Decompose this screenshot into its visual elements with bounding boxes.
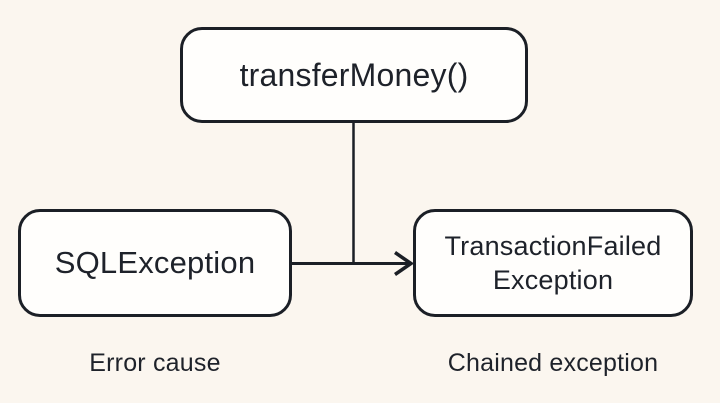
node-transaction-failed-exception-label-line2: Exception (492, 265, 614, 295)
node-transaction-failed-exception-label-line1: TransactionFailed (444, 231, 662, 261)
node-sql-exception: SQLException (18, 209, 292, 317)
caption-chained-exception: Chained exception (447, 349, 659, 377)
node-sql-exception-label: SQLException (54, 245, 256, 280)
node-transaction-failed-exception: TransactionFailed Exception (413, 209, 693, 317)
node-transfer-money-label: transferMoney() (239, 56, 469, 93)
caption-error-cause: Error cause (89, 349, 221, 377)
node-transfer-money: transferMoney() (180, 27, 528, 123)
arrowhead-icon (394, 251, 415, 276)
